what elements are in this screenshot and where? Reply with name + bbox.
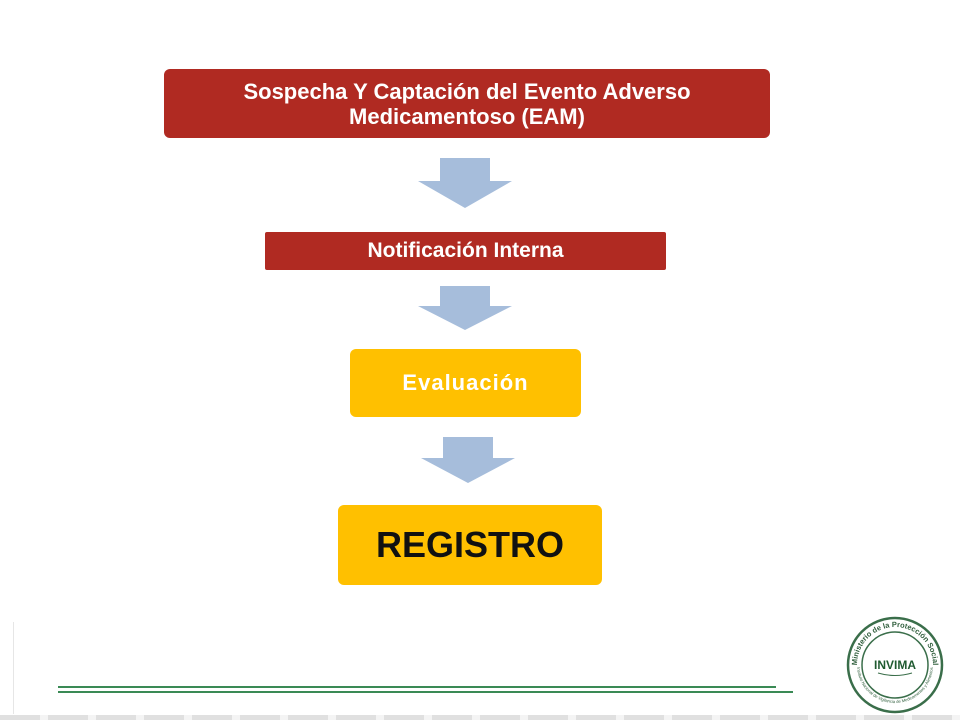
step-label: REGISTRO [375,524,564,565]
step-label: Sospecha Y Captación del Evento Adverso … [243,78,691,129]
left-edge-line [13,622,14,714]
step-label: Notificación Interna [367,239,564,262]
down-arrow-icon [418,158,512,208]
bottom-edge-strip [0,715,960,720]
svg-text:INVIMA: INVIMA [874,658,916,672]
step-notificacion-interna: Notificación Interna [265,232,666,270]
step-evaluacion: Evaluación [350,349,581,417]
footer-rule-line [58,691,793,693]
invima-seal-logo: Ministerio de la Protección Social Insti… [845,615,945,715]
footer-rule [58,686,793,694]
step-label: Evaluación [402,370,529,395]
footer-rule-line [58,686,776,688]
step-sospecha-captacion: Sospecha Y Captación del Evento Adverso … [164,69,770,138]
down-arrow-icon [421,437,515,483]
down-arrow-icon [418,286,512,330]
step-registro: REGISTRO [338,505,602,585]
